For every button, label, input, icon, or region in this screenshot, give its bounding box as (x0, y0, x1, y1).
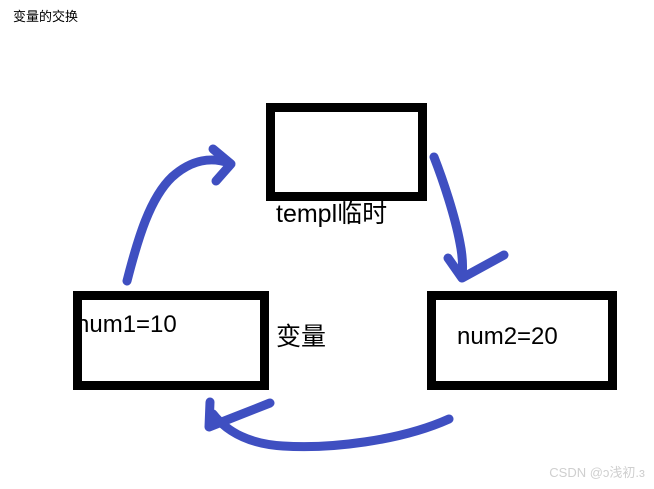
box-temp (266, 103, 427, 201)
arrow-temp-to-num2 (429, 152, 509, 283)
box-num1-label: num1=10 (76, 311, 177, 338)
box-num2-label: num2=20 (457, 323, 558, 350)
box-num1 (73, 291, 269, 390)
box-num2 (427, 291, 617, 390)
csdn-watermark: CSDN @ɔ浅初.ɜ (549, 465, 645, 480)
box-temp-label-line1: templ临时 (276, 200, 388, 228)
arrow-num1-to-temp (122, 144, 236, 286)
box-temp-label: templ临时 变量 (276, 112, 426, 440)
box-temp-label-line2: 变量 (276, 323, 327, 351)
page-title: 变量的交换 (13, 9, 79, 24)
